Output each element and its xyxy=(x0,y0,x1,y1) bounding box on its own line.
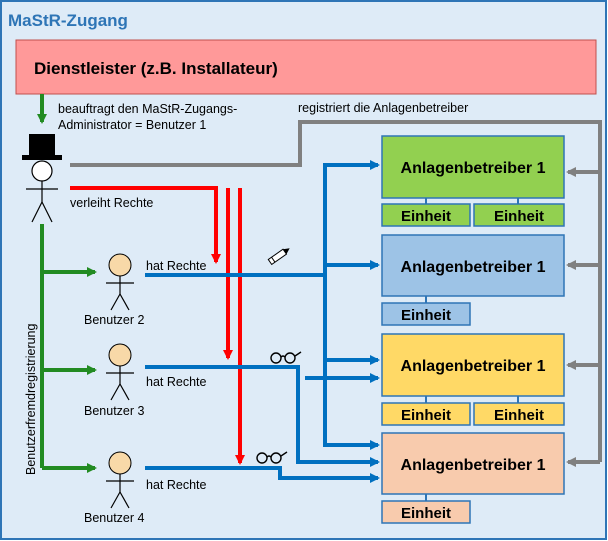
admin-figure xyxy=(22,134,62,223)
page-title: MaStR-Zugang xyxy=(8,11,128,30)
svg-text:Einheit: Einheit xyxy=(401,505,451,522)
svg-text:Anlagenbetreiber 1: Anlagenbetreiber 1 xyxy=(401,259,546,276)
register-label: registriert die Anlagenbetreiber xyxy=(298,101,468,115)
provider-label: Dienstleister (z.B. Installateur) xyxy=(34,59,278,78)
external-registration-arrows xyxy=(40,224,97,473)
rights-arrows xyxy=(145,160,380,483)
grant-rights-label: verleiht Rechte xyxy=(70,196,153,210)
svg-text:Einheit: Einheit xyxy=(401,208,451,225)
rights-label-user-4: hat Rechte xyxy=(146,478,207,492)
svg-text:Einheit: Einheit xyxy=(401,407,451,424)
svg-text:Einheit: Einheit xyxy=(401,307,451,324)
user-4-figure xyxy=(106,451,134,509)
svg-text:Anlagenbetreiber 1: Anlagenbetreiber 1 xyxy=(401,160,546,177)
svg-text:Anlagenbetreiber 1: Anlagenbetreiber 1 xyxy=(401,358,546,375)
pencil-icon xyxy=(267,248,290,266)
user-3-figure xyxy=(106,343,134,401)
glasses-icon xyxy=(270,351,302,364)
commission-label-line2: Administrator = Benutzer 1 xyxy=(58,118,206,132)
svg-text:Einheit: Einheit xyxy=(494,407,544,424)
register-line xyxy=(70,120,602,462)
rights-label-user-2: hat Rechte xyxy=(146,259,207,273)
operator-4: Anlagenbetreiber 1 Einheit xyxy=(381,432,565,524)
external-registration-label: Benutzerfremdregistrierung xyxy=(24,323,38,475)
svg-text:Anlagenbetreiber 1: Anlagenbetreiber 1 xyxy=(401,457,546,474)
user-2-label: Benutzer 2 xyxy=(84,313,145,327)
operator-1: Anlagenbetreiber 1 Einheit Einheit xyxy=(381,135,565,227)
svg-text:Einheit: Einheit xyxy=(494,208,544,225)
glasses-icon xyxy=(256,451,288,464)
operator-3: Anlagenbetreiber 1 Einheit Einheit xyxy=(381,333,565,426)
user-4-label: Benutzer 4 xyxy=(84,511,145,525)
commission-label-line1: beauftragt den MaStR-Zugangs- xyxy=(58,102,237,116)
user-2-figure xyxy=(106,253,134,311)
rights-label-user-3: hat Rechte xyxy=(146,375,207,389)
operator-2: Anlagenbetreiber 1 Einheit xyxy=(381,234,565,326)
provider-box xyxy=(15,39,597,95)
user-3-label: Benutzer 3 xyxy=(84,404,145,418)
